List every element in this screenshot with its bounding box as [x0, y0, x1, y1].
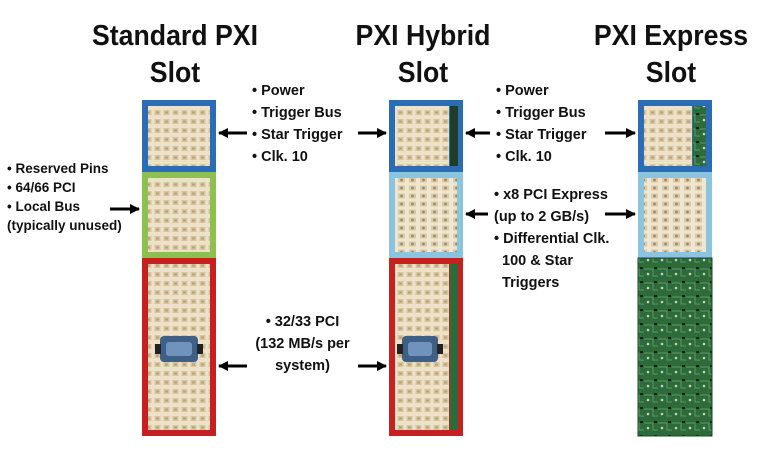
top-right-feature-list: • Power • Trigger Bus • Star Trigger • C…: [496, 80, 587, 168]
top-left-item: • Power: [252, 83, 305, 99]
pxi-express-slot: [637, 100, 713, 437]
express-pcb-area: [638, 258, 712, 436]
standard-pxi-title: Standard PXI Slot: [78, 18, 271, 92]
pcie-item: 100 & Star: [494, 253, 573, 269]
standard-pxi-title-line1: Standard PXI: [91, 20, 259, 52]
pci-feature-list: • 32/33 PCI (132 MB/s per system): [240, 311, 365, 377]
express-top-connector: [644, 106, 692, 166]
side-left-item: (typically unused): [7, 218, 122, 233]
hybrid-ejector-latch-icon: [397, 336, 443, 362]
standard-top-connector: [148, 106, 210, 166]
side-left-feature-list: • Reserved Pins • 64/66 PCI • Local Bus …: [7, 159, 122, 235]
top-left-item: • Trigger Bus: [252, 105, 342, 121]
top-left-item: • Clk. 10: [252, 149, 308, 165]
pxi-hybrid-title-line1: PXI Hybrid: [355, 20, 491, 52]
pxi-express-title-line2: Slot: [645, 57, 697, 89]
pxi-hybrid-title: PXI Hybrid Slot: [326, 18, 519, 92]
pcie-feature-list: • x8 PCI Express (up to 2 GB/s) • Differ…: [494, 184, 609, 294]
hybrid-top-connector: [395, 106, 449, 166]
side-left-item: • Reserved Pins: [7, 161, 109, 176]
pxi-hybrid-slot: [389, 100, 463, 436]
top-right-item: • Clk. 10: [496, 149, 552, 165]
pxi-hybrid-title-line2: Slot: [397, 57, 449, 89]
hybrid-middle-connector: [395, 178, 457, 252]
top-right-item: • Power: [496, 83, 549, 99]
pxi-express-title: PXI Express Slot: [574, 18, 766, 92]
top-right-item: • Trigger Bus: [496, 105, 586, 121]
express-middle-connector: [644, 178, 706, 252]
standard-pxi-title-line2: Slot: [149, 57, 201, 89]
pcie-item: (up to 2 GB/s): [494, 209, 590, 225]
standard-pxi-slot: [142, 100, 216, 436]
side-left-item: • Local Bus: [7, 199, 80, 214]
pci-item: • 32/33 PCI: [265, 314, 340, 330]
standard-middle-connector: [148, 178, 210, 252]
pcie-item: • x8 PCI Express: [494, 187, 608, 203]
pxi-express-title-line1: PXI Express: [593, 20, 749, 52]
pci-item: system): [275, 358, 330, 374]
top-left-item: • Star Trigger: [252, 127, 343, 143]
side-left-item: • 64/66 PCI: [7, 180, 76, 195]
pci-item: (132 MB/s per: [255, 336, 350, 352]
standard-ejector-latch-icon: [155, 336, 203, 362]
pcie-item: Triggers: [494, 275, 560, 291]
top-left-feature-list: • Power • Trigger Bus • Star Trigger • C…: [252, 80, 343, 168]
pcie-item: • Differential Clk.: [494, 231, 610, 247]
arrows: [110, 128, 636, 371]
top-right-item: • Star Trigger: [496, 127, 587, 143]
